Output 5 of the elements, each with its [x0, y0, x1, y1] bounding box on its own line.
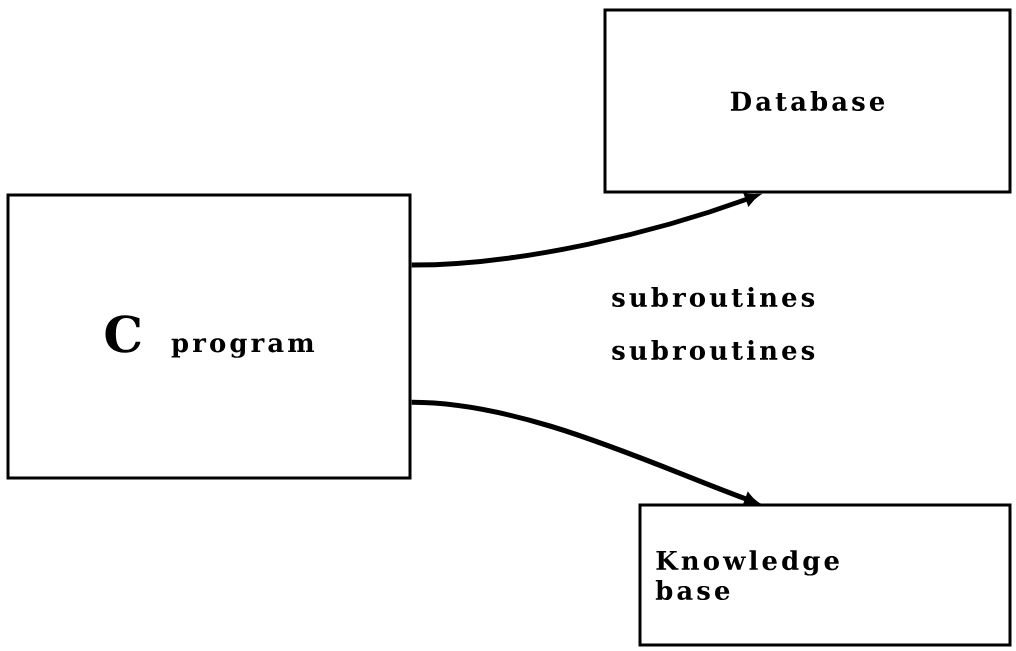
- process-box: Database: [603, 8, 1012, 194]
- process-box: C program: [6, 193, 412, 480]
- process-box: Knowledge base: [638, 503, 1012, 647]
- edge-label: subroutines: [612, 286, 815, 307]
- edge-label: subroutines: [612, 339, 815, 360]
